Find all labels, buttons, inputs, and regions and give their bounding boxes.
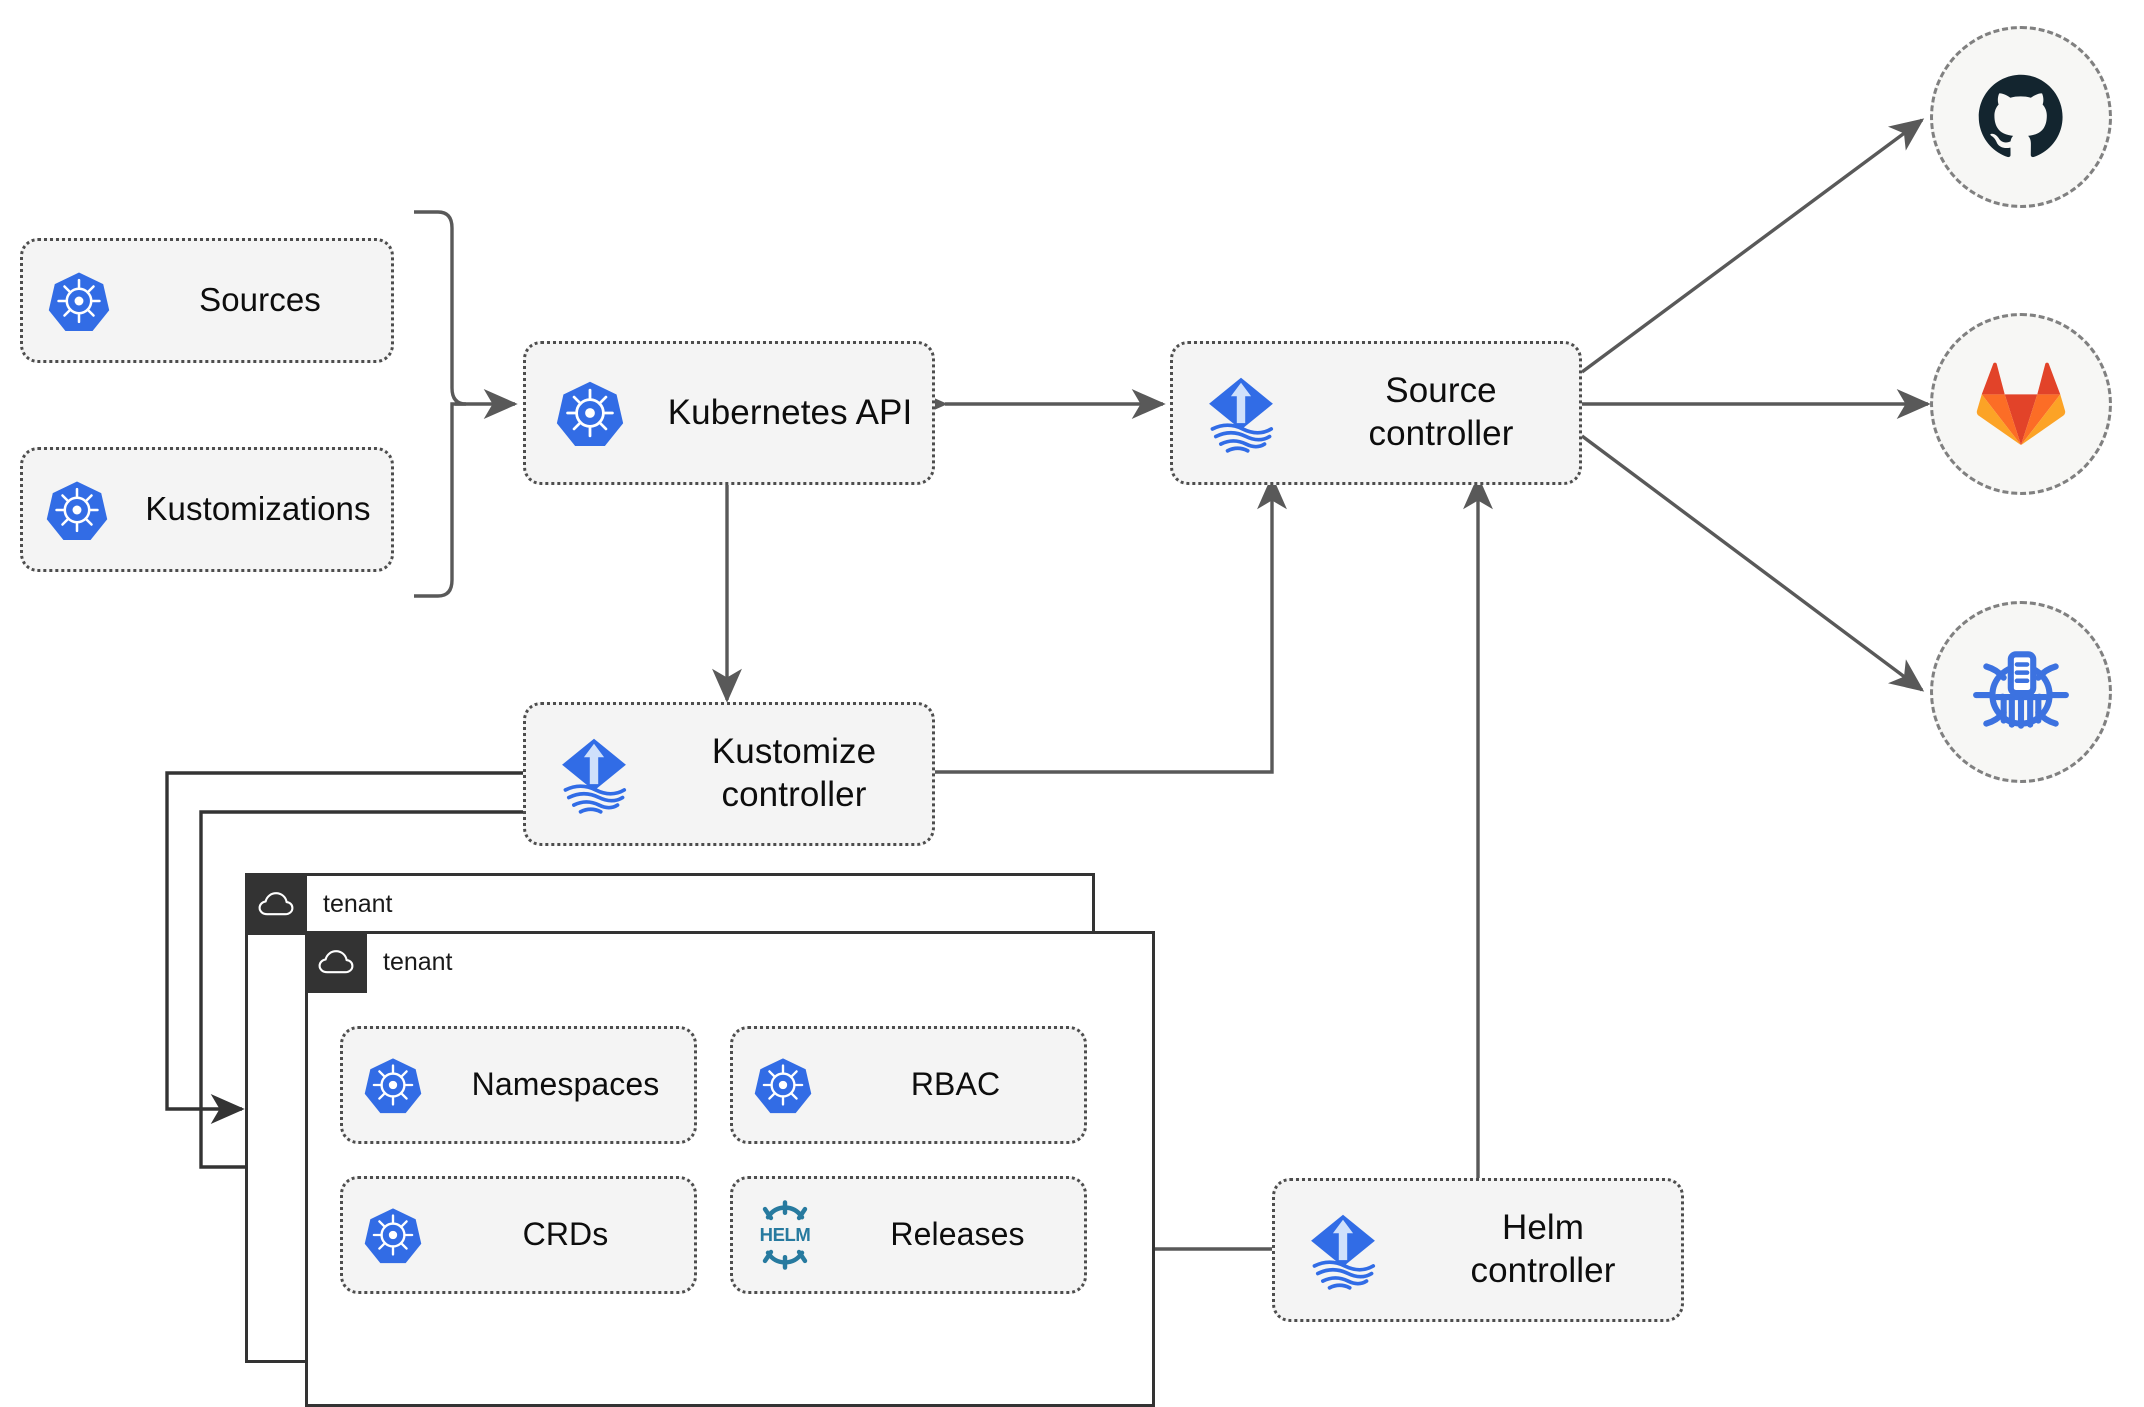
node-source-controller[interactable]: Source controller (1170, 341, 1582, 485)
node-label: Kubernetes API (667, 392, 913, 432)
node-sources[interactable]: Sources (20, 238, 394, 363)
node-kubernetes-api[interactable]: Kubernetes API (523, 341, 935, 485)
node-label: RBAC (910, 1066, 1001, 1103)
node-kustomize-controller[interactable]: Kustomize controller (523, 702, 935, 846)
node-label-line1: Kustomize (711, 732, 877, 772)
helm-icon: HELM (733, 1198, 837, 1272)
flux-icon (1275, 1208, 1411, 1292)
node-label: Sources (199, 281, 321, 319)
edge-kustomizecontroller-tenant-outer (165, 771, 525, 1124)
helm-repository-icon (1973, 651, 2069, 729)
github-icon (1978, 74, 2063, 158)
edge-sourcecontroller-providers (1580, 118, 1931, 692)
provider-github[interactable] (1930, 26, 2112, 208)
node-label: CRDs (522, 1216, 609, 1253)
edge-sources-bracket (414, 210, 518, 598)
provider-gitlab[interactable] (1930, 313, 2112, 495)
kubernetes-icon (23, 479, 131, 541)
tenant-container-inner: tenant (305, 931, 1155, 1407)
edge-kustomizecontroller-sourcecontroller (930, 475, 1287, 774)
kubernetes-icon (343, 1056, 443, 1114)
node-helm-controller[interactable]: Helm controller (1272, 1178, 1684, 1322)
kubernetes-icon (23, 270, 135, 332)
node-label: Kustomize controller (662, 731, 932, 816)
node-label-line2: controller (1470, 1251, 1616, 1290)
tenant-header: tenant (245, 873, 393, 935)
kubernetes-icon (733, 1056, 833, 1114)
provider-helm-repository[interactable] (1930, 601, 2112, 783)
flux-icon (526, 732, 662, 816)
tenant-label: tenant (323, 889, 393, 918)
node-label: Releases (890, 1216, 1025, 1253)
node-label: Helm controller (1411, 1207, 1681, 1292)
node-kustomizations[interactable]: Kustomizations (20, 447, 394, 572)
tenant-label: tenant (383, 947, 453, 976)
node-namespaces[interactable]: Namespaces (340, 1026, 697, 1144)
node-label: Kustomizations (145, 490, 371, 528)
node-label-line1: Helm (1501, 1208, 1585, 1248)
node-label-line2: controller (1368, 414, 1514, 453)
kubernetes-icon (343, 1206, 443, 1264)
node-label: Source controller (1309, 370, 1579, 455)
node-label-line1: Source (1385, 371, 1497, 411)
svg-text:HELM: HELM (760, 1224, 811, 1245)
tenant-header: tenant (305, 931, 453, 993)
node-label-line2: controller (721, 775, 867, 814)
node-crds[interactable]: CRDs (340, 1176, 697, 1294)
node-releases[interactable]: HELM Releases (730, 1176, 1087, 1294)
gitlab-icon (1976, 362, 2066, 446)
kubernetes-icon (526, 379, 654, 447)
cloud-icon (245, 873, 307, 935)
node-rbac[interactable]: RBAC (730, 1026, 1087, 1144)
node-label: Namespaces (471, 1066, 660, 1103)
flux-icon (1173, 371, 1309, 455)
cloud-icon (305, 931, 367, 993)
